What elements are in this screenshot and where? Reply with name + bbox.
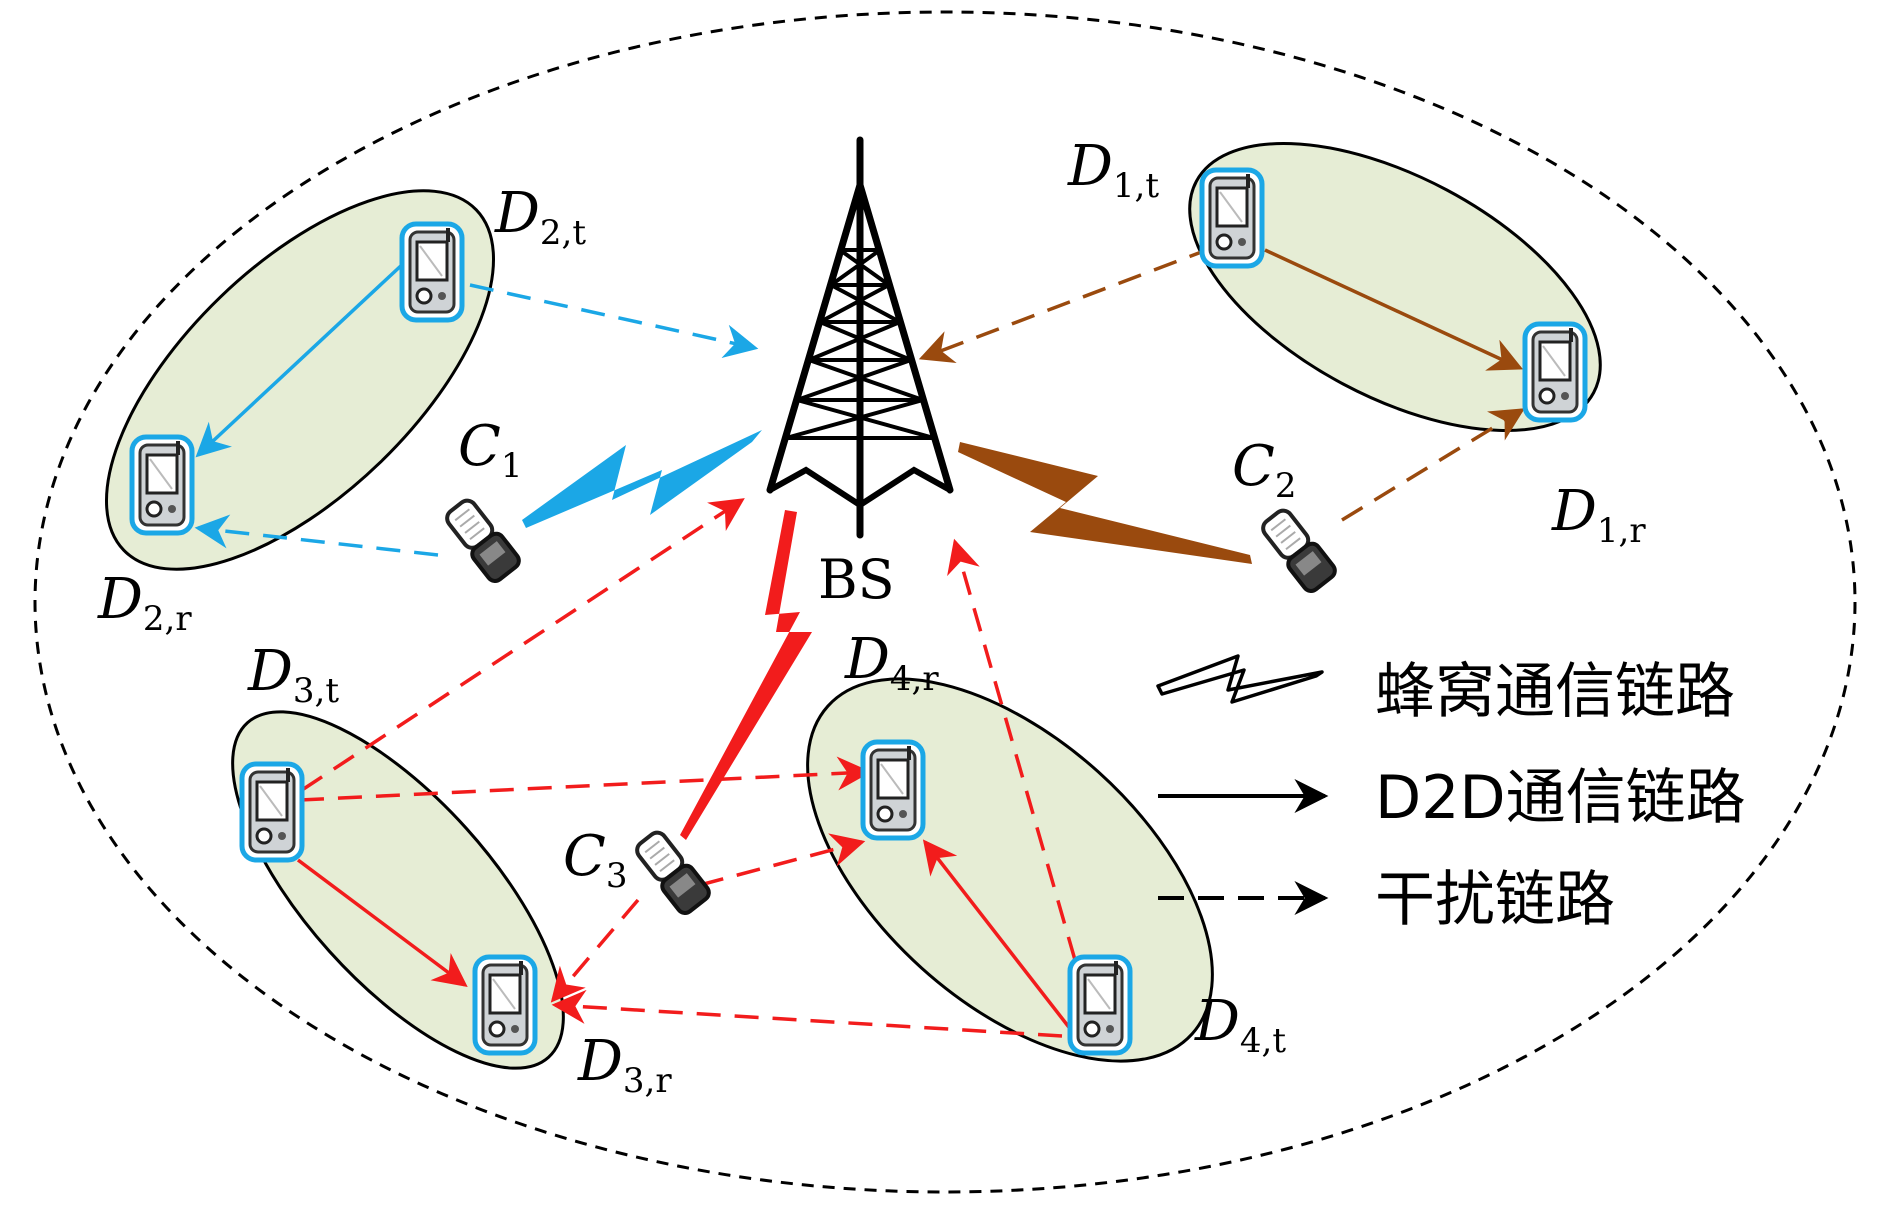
interference-d4t-to-bs bbox=[947, 538, 1077, 961]
label-d2t: D2,t bbox=[494, 181, 586, 253]
phone-icon-d3t bbox=[242, 764, 302, 860]
label-c3: C3 bbox=[563, 824, 628, 896]
label-d2r: D2,r bbox=[97, 567, 192, 639]
d2d-link-pair-1 bbox=[1264, 248, 1524, 371]
label-d3r: D3,r bbox=[577, 1029, 672, 1101]
cellular-link-c2 bbox=[958, 442, 1252, 564]
label-d1t: D1,t bbox=[1067, 134, 1159, 206]
legend: 蜂窝通信链路 D2D通信链路 干扰链路 bbox=[1156, 654, 1746, 935]
label-c1: C1 bbox=[458, 414, 523, 486]
base-station-label: BS bbox=[818, 548, 895, 611]
phone-icon-d1r bbox=[1525, 324, 1585, 420]
legend-label-cellular: 蜂窝通信链路 bbox=[1375, 657, 1735, 727]
interference-d3t-to-d4r bbox=[299, 756, 872, 802]
cellular-phone-icon-c2 bbox=[1255, 503, 1341, 597]
network-coverage-boundary bbox=[33, 10, 1857, 1194]
label-d4r: D4,r bbox=[844, 627, 939, 699]
d2d-link-pair-4 bbox=[922, 839, 1077, 1037]
cellular-link-c1 bbox=[522, 430, 762, 528]
phone-icon-d3r bbox=[475, 957, 535, 1053]
interference-d3t-to-bs bbox=[301, 498, 745, 792]
cellular-phone-icon-c1 bbox=[439, 493, 525, 587]
base-station-tower-icon bbox=[766, 136, 954, 539]
interference-d1t-to-bs bbox=[918, 246, 1213, 364]
interference-c2-to-d1r bbox=[1341, 408, 1525, 522]
legend-label-d2d: D2D通信链路 bbox=[1375, 763, 1746, 833]
interference-d4t-to-d3r bbox=[551, 989, 1063, 1038]
label-d3t: D3,t bbox=[247, 639, 339, 711]
interference-c1-to-d2r bbox=[194, 514, 439, 557]
cluster-pair-2 bbox=[105, 189, 495, 571]
phone-icon-d4t bbox=[1070, 957, 1130, 1053]
cellular-link-c3 bbox=[680, 510, 812, 840]
cluster-pair-3 bbox=[231, 710, 565, 1070]
legend-lightning-icon bbox=[1156, 654, 1324, 704]
interference-d2t-to-bs bbox=[469, 283, 759, 358]
phone-icon-d2t bbox=[402, 224, 462, 320]
d2d-link-pair-2 bbox=[195, 260, 407, 458]
d2d-link-pair-3 bbox=[296, 858, 468, 988]
legend-label-interference: 干扰链路 bbox=[1375, 865, 1615, 935]
interference-c3-to-d3r bbox=[550, 898, 640, 1003]
cellular-phone-icon-c3 bbox=[629, 825, 715, 919]
label-d1r: D1,r bbox=[1551, 479, 1646, 551]
cluster-pair-1 bbox=[1188, 142, 1602, 432]
label-d4t: D4,t bbox=[1194, 989, 1286, 1061]
label-c2: C2 bbox=[1232, 434, 1297, 506]
phone-icon-d1t bbox=[1202, 170, 1262, 266]
phone-icon-d4r bbox=[863, 742, 923, 838]
phone-icon-d2r bbox=[132, 437, 192, 533]
interference-c3-to-d4r bbox=[699, 833, 866, 887]
